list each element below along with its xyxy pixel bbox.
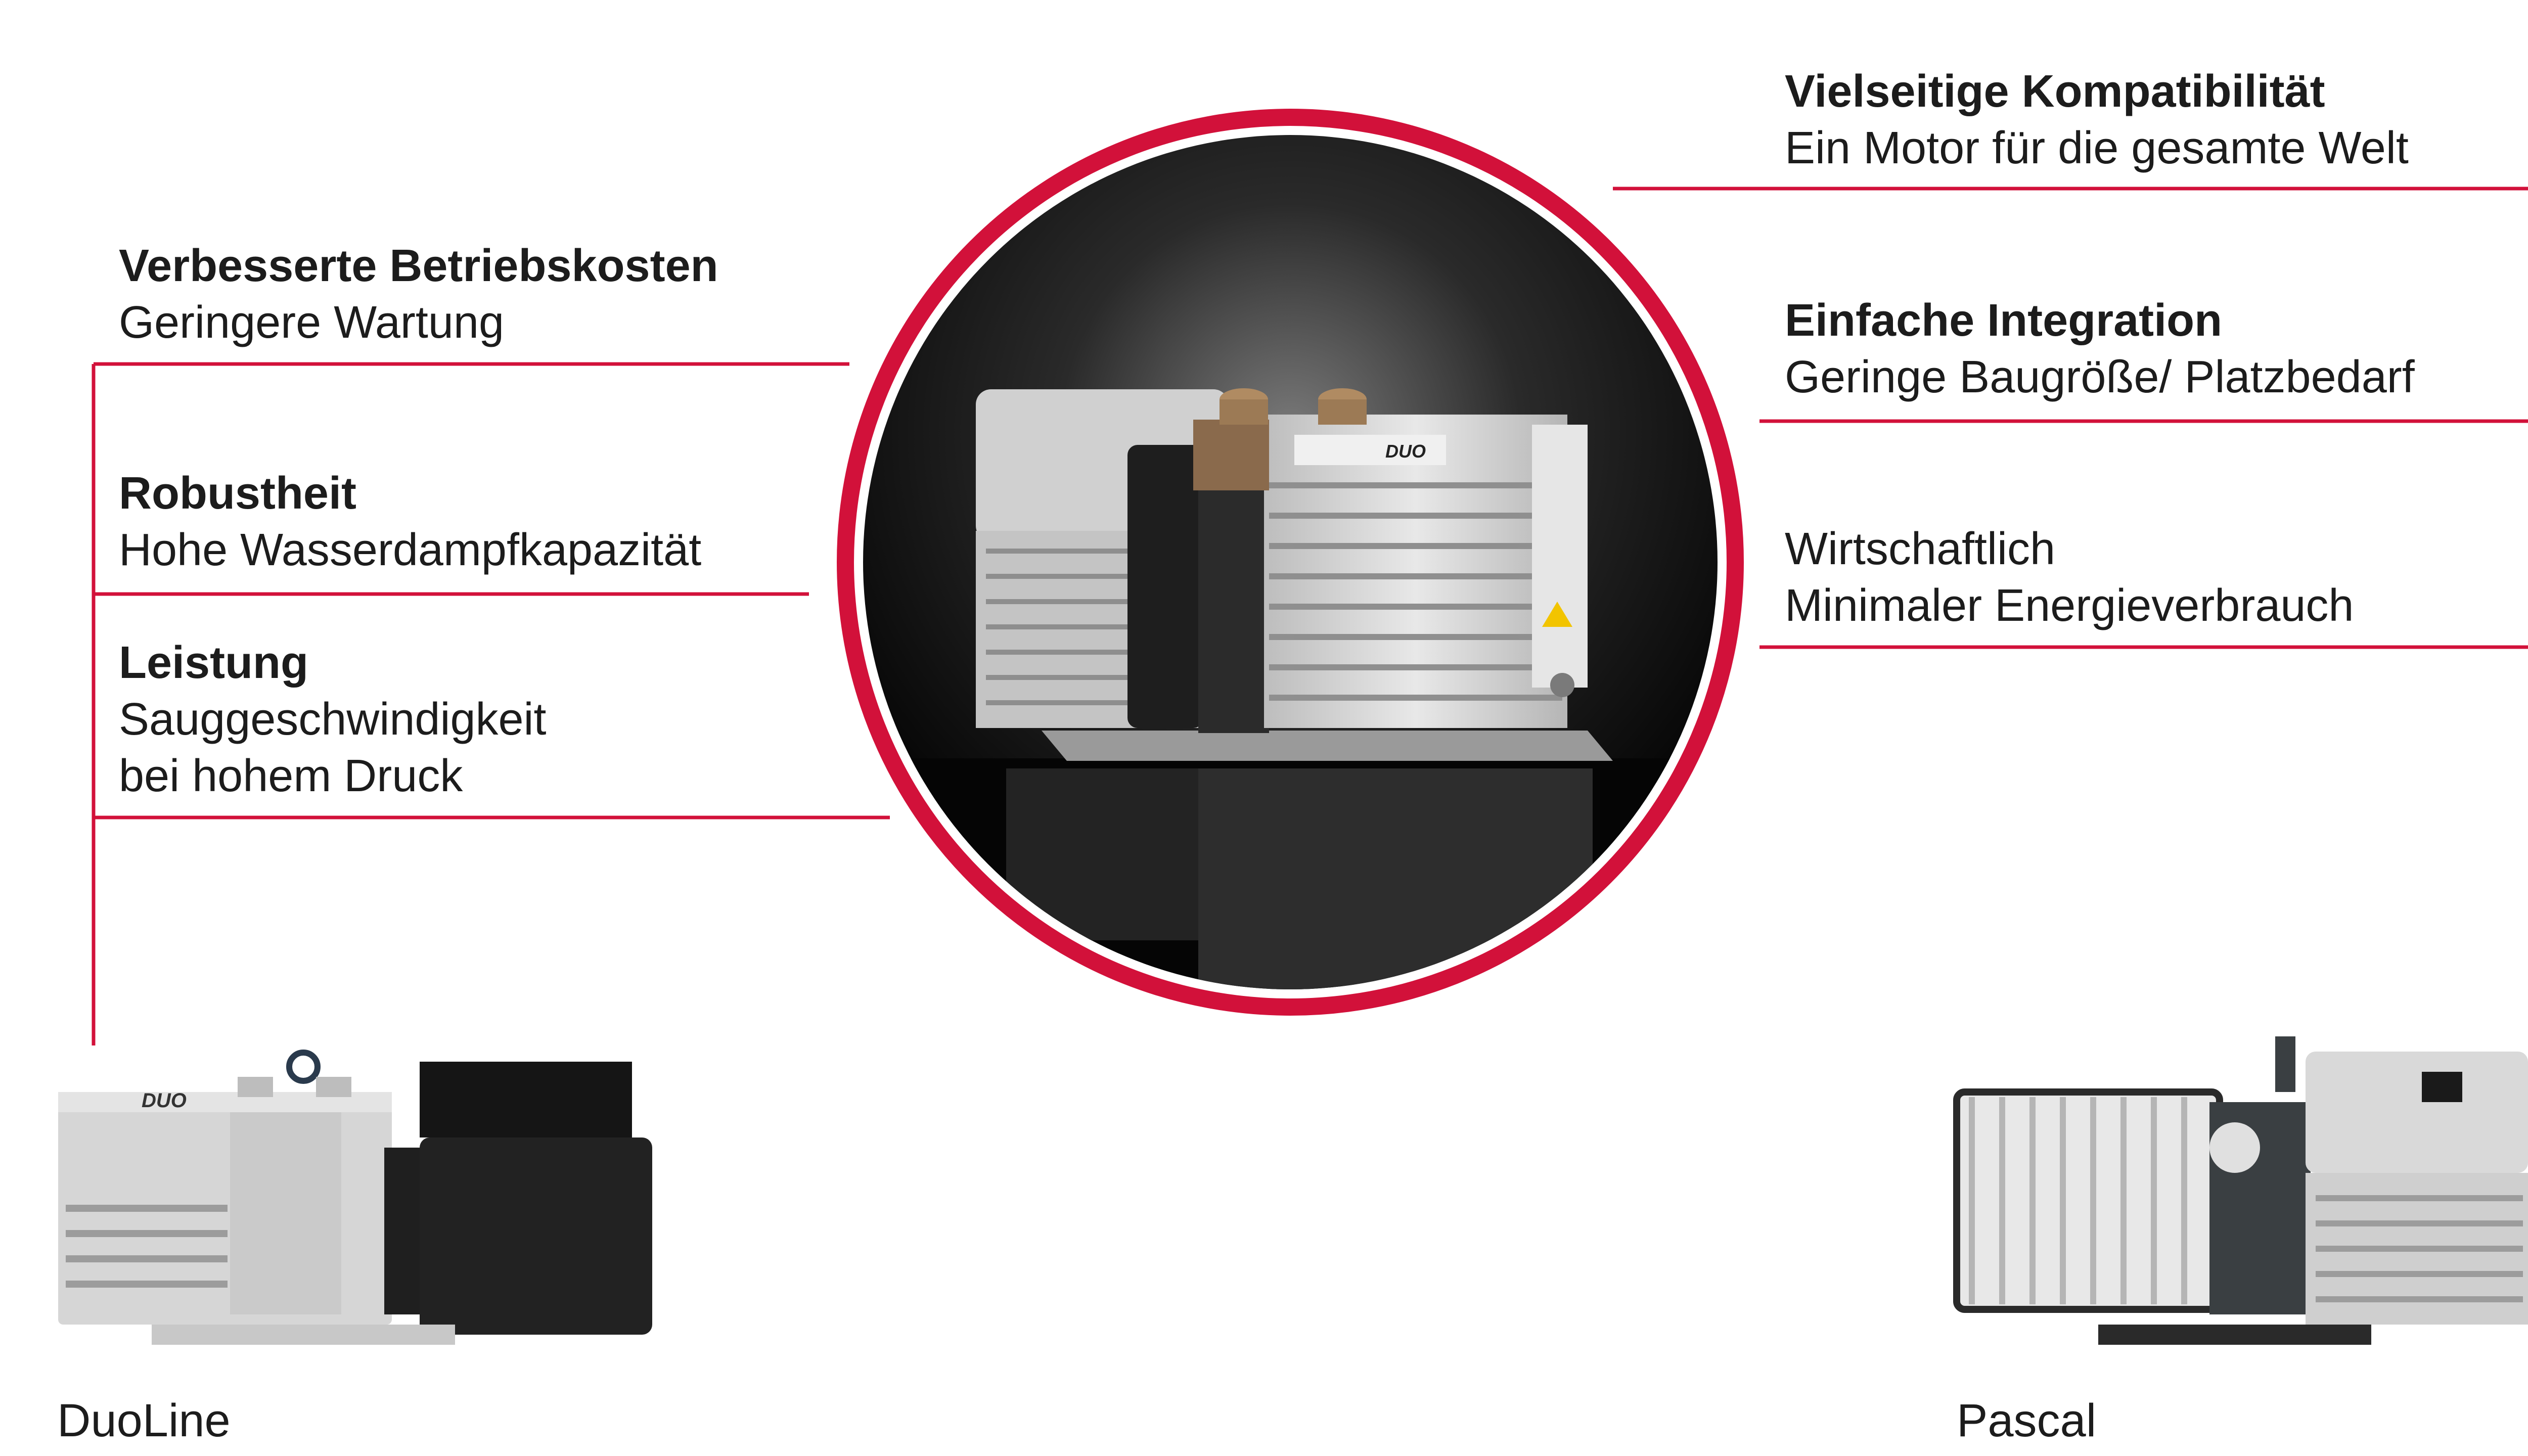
feature-title: Verbesserte Betriebskosten	[119, 241, 718, 291]
feature-desc: Ein Motor für die gesamte Welt	[1785, 123, 2409, 173]
feature-title: Robustheit	[119, 468, 356, 519]
feature-title: Einfache Integration	[1785, 295, 2223, 346]
feature-kompatibilitaet: Vielseitige Kompatibilität Ein Motor für…	[1785, 63, 2409, 176]
feature-betriebskosten: Verbesserte Betriebskosten Geringere War…	[119, 238, 718, 351]
feature-desc: Wirtschaftlich Minimaler Energieverbrauc…	[1785, 524, 2354, 631]
feature-desc: Geringere Wartung	[119, 297, 505, 348]
feature-wirtschaftlich: Wirtschaftlich Minimaler Energieverbrauc…	[1785, 521, 2354, 634]
left-connector-lines	[92, 362, 890, 1045]
feature-desc: Sauggeschwindigkeit bei hohem Druck	[119, 694, 547, 801]
hero-logo-text: DUO	[1385, 441, 1426, 462]
duoline-pump-icon: DUO	[58, 1050, 652, 1345]
pascal-pump-icon	[1953, 1036, 2528, 1345]
hero-pump-circle: DUO	[837, 109, 1744, 1016]
feature-desc: Geringe Baugröße/ Platzbedarf	[1785, 352, 2415, 402]
feature-integration: Einfache Integration Geringe Baugröße/ P…	[1785, 292, 2415, 405]
feature-leistung: Leistung Sauggeschwindigkeit bei hohem D…	[119, 634, 547, 804]
feature-title: Leistung	[119, 638, 308, 688]
right-connector-lines	[1613, 187, 2528, 649]
feature-robustheit: Robustheit Hohe Wasserdampfkapazität	[119, 465, 701, 578]
feature-desc: Hohe Wasserdampfkapazität	[119, 525, 702, 575]
feature-title: Vielseitige Kompatibilität	[1785, 66, 2325, 117]
duoline-logo-text: DUO	[142, 1089, 187, 1112]
caption-pascal: Pascal	[1957, 1395, 2097, 1446]
caption-duoline: DuoLine	[57, 1395, 231, 1446]
